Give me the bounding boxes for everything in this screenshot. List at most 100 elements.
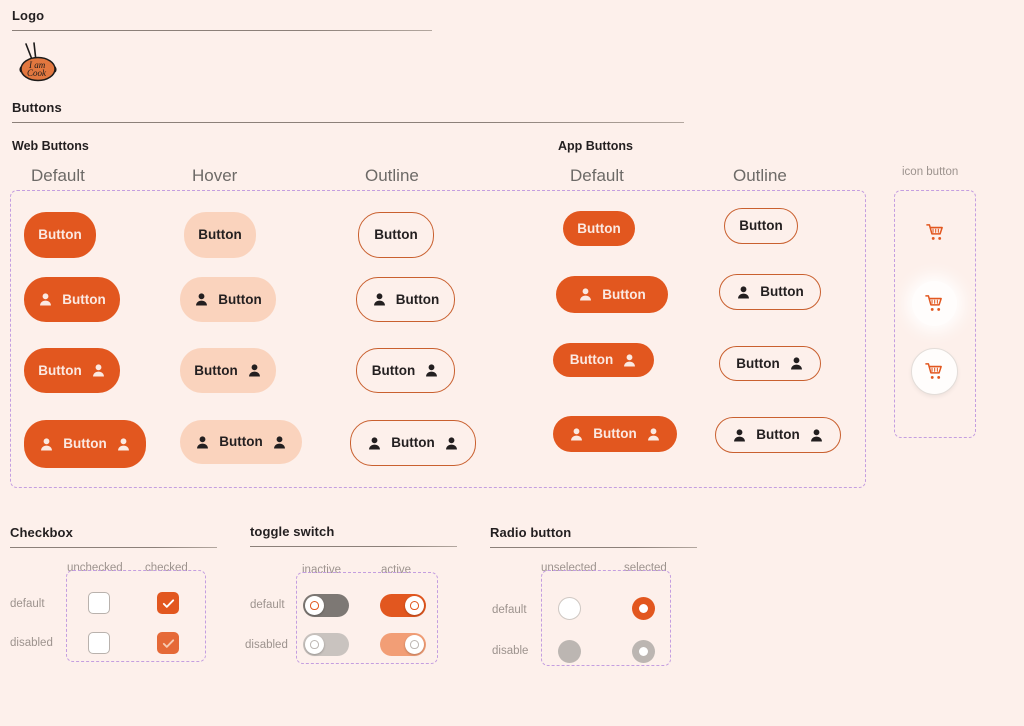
web-outline-button-trailing-icon[interactable]: Button: [356, 348, 455, 393]
column-header-web-hover: Hover: [192, 166, 238, 185]
person-icon: [578, 287, 593, 302]
web-hover-button-trailing-icon[interactable]: Button: [180, 348, 276, 393]
checkbox-row-default: default: [10, 598, 45, 610]
toggle-knob: [305, 596, 324, 615]
web-buttons-label: Web Buttons: [12, 139, 89, 153]
radio-column-unselected: unselected: [541, 562, 597, 574]
brand-logo: I am Cook: [12, 40, 64, 86]
radio-dot: [639, 647, 648, 656]
button-label: Button: [194, 362, 238, 378]
buttons-section-header: Buttons: [12, 100, 684, 123]
toggle-disabled-inactive: [303, 633, 349, 656]
button-label: Button: [593, 426, 637, 442]
person-icon: [736, 285, 751, 300]
web-default-button-trailing-icon[interactable]: Button: [24, 348, 120, 393]
radio-row-disable: disable: [492, 645, 529, 657]
toggle-frame: [296, 572, 438, 664]
shopping-cart-icon: [925, 294, 944, 313]
person-icon: [195, 435, 210, 450]
toggle-section-header: toggle switch: [250, 524, 457, 547]
checkbox-frame: [66, 570, 206, 662]
web-hover-button-leading-icon[interactable]: Button: [180, 277, 276, 322]
toggle-knob-mark: [310, 640, 319, 649]
app-buttons-label: App Buttons: [558, 139, 633, 153]
person-icon: [622, 353, 637, 368]
buttons-frame-main: [10, 190, 866, 488]
checkbox-disabled-checked: [157, 632, 179, 654]
icon-button-elevated[interactable]: [912, 281, 957, 326]
shopping-cart-icon: [925, 362, 944, 381]
app-default-button-leading-icon[interactable]: Button: [556, 276, 668, 313]
app-default-button-plain[interactable]: Button: [563, 211, 635, 246]
person-icon: [367, 436, 382, 451]
button-label: Button: [38, 227, 82, 243]
checkbox-default-checked[interactable]: [157, 592, 179, 614]
toggle-knob-mark: [410, 640, 419, 649]
button-label: Button: [569, 352, 614, 368]
person-icon: [272, 435, 287, 450]
toggle-knob-mark: [410, 601, 419, 610]
column-header-web-default: Default: [31, 166, 85, 185]
button-label: Button: [760, 284, 804, 300]
person-icon: [247, 363, 262, 378]
radio-section-header: Radio button: [490, 525, 697, 548]
checkbox-section-divider: [10, 547, 217, 548]
app-default-button-both-icons[interactable]: Button: [553, 416, 677, 452]
checkbox-disabled-unchecked: [88, 632, 110, 654]
person-icon: [372, 292, 387, 307]
web-hover-button-plain[interactable]: Button: [184, 212, 256, 258]
web-default-button-leading-icon[interactable]: Button: [24, 277, 120, 322]
button-label: Button: [391, 435, 435, 451]
icon-button-plain[interactable]: [920, 217, 950, 247]
check-icon: [162, 638, 174, 648]
app-outline-button-leading-icon[interactable]: Button: [719, 274, 821, 310]
web-outline-button-plain[interactable]: Button: [358, 212, 434, 258]
checkbox-column-checked: checked: [145, 562, 188, 574]
person-icon: [569, 427, 584, 442]
radio-default-selected[interactable]: [632, 597, 655, 620]
toggle-knob-mark: [310, 601, 319, 610]
radio-default-unselected[interactable]: [558, 597, 581, 620]
web-hover-button-both-icons[interactable]: Button: [180, 420, 302, 464]
toggle-default-inactive[interactable]: [303, 594, 349, 617]
radio-row-default: default: [492, 604, 527, 616]
person-icon: [424, 363, 439, 378]
button-label: Button: [198, 227, 242, 243]
button-label: Button: [736, 355, 780, 371]
column-header-web-outline: Outline: [365, 166, 419, 185]
checkbox-section-title: Checkbox: [10, 525, 73, 540]
person-icon: [444, 436, 459, 451]
button-label: Button: [371, 362, 416, 378]
toggle-column-inactive: inactive: [302, 564, 341, 576]
button-label: Button: [602, 286, 646, 302]
logo-section-title: Logo: [12, 8, 45, 23]
checkbox-default-unchecked[interactable]: [88, 592, 110, 614]
web-outline-button-both-icons[interactable]: Button: [350, 420, 476, 466]
toggle-section-divider: [250, 546, 457, 547]
person-icon: [646, 427, 661, 442]
radio-section-title: Radio button: [490, 525, 572, 540]
checkbox-column-unchecked: unchecked: [67, 562, 123, 574]
logo-section-header: Logo: [12, 8, 432, 31]
svg-text:I am: I am: [28, 60, 46, 70]
app-default-button-trailing-icon[interactable]: Button: [553, 343, 654, 377]
app-outline-button-both-icons[interactable]: Button: [715, 417, 841, 453]
person-icon: [116, 437, 131, 452]
web-outline-button-leading-icon[interactable]: Button: [356, 277, 455, 322]
toggle-disabled-active: [380, 633, 426, 656]
checkbox-row-disabled: disabled: [10, 637, 53, 649]
buttons-section-divider: [12, 122, 684, 123]
toggle-knob: [405, 596, 424, 615]
web-default-button-plain[interactable]: Button: [24, 212, 96, 258]
column-header-app-outline: Outline: [733, 166, 787, 185]
button-label: Button: [374, 227, 418, 243]
buttons-section-title: Buttons: [12, 100, 62, 115]
person-icon: [789, 356, 804, 371]
person-icon: [38, 292, 53, 307]
toggle-default-active[interactable]: [380, 594, 426, 617]
button-label: Button: [577, 220, 621, 236]
app-outline-button-trailing-icon[interactable]: Button: [719, 346, 821, 381]
app-outline-button-plain[interactable]: Button: [724, 208, 798, 244]
web-default-button-both-icons[interactable]: Button: [24, 420, 146, 468]
icon-button-outlined[interactable]: [911, 348, 958, 395]
